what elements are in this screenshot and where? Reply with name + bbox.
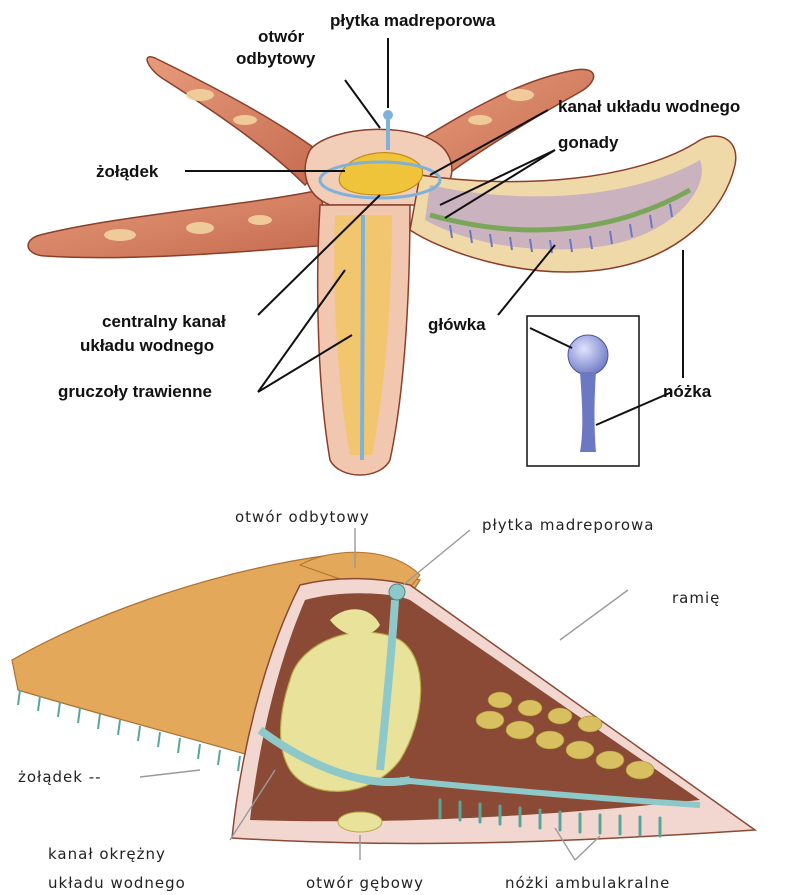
label-bottom-mouth: otwór gębowy (306, 874, 424, 892)
ampulla-bulb (568, 335, 608, 375)
label-top-stomach: żołądek (96, 162, 159, 181)
label-bottom-arm: ramię (672, 589, 720, 607)
label-top-ampulla: główka (428, 315, 486, 334)
label-bottom-ring-canal-line2: układu wodnego (48, 874, 186, 892)
label-top-anus-line1: otwór (258, 27, 305, 46)
label-bottom-ambulacral-feet: nóżki ambulakralne (505, 874, 670, 892)
label-top-tube-foot: nóżka (663, 382, 712, 401)
label-top-anus-line2: odbytowy (236, 49, 316, 68)
madreporite-plate (383, 110, 393, 120)
tube-foot-stalk (580, 372, 596, 452)
starfish-top-illustration (28, 57, 736, 475)
section-madreporite (389, 584, 405, 600)
label-top-digestive-glands: gruczoły trawienne (58, 382, 212, 401)
label-top-water-canal: kanał układu wodnego (558, 97, 740, 116)
section-mouth (338, 812, 382, 832)
label-top-gonads: gonady (558, 133, 619, 152)
central-canal-line (362, 215, 363, 460)
label-bottom-stomach: żołądek -- (18, 768, 102, 786)
label-top-madreporite: płytka madreporowa (330, 11, 496, 30)
label-top-central-canal-line1: centralny kanał (102, 312, 226, 331)
label-bottom-anus: otwór odbytowy (235, 508, 370, 526)
label-bottom-madreporite: płytka madreporowa (482, 516, 655, 534)
label-top-central-canal-line2: układu wodnego (80, 336, 214, 355)
arm-left (28, 190, 330, 258)
starfish-bottom-illustration (12, 552, 755, 843)
label-bottom-ring-canal-line1: kanał okrężny (48, 845, 166, 863)
